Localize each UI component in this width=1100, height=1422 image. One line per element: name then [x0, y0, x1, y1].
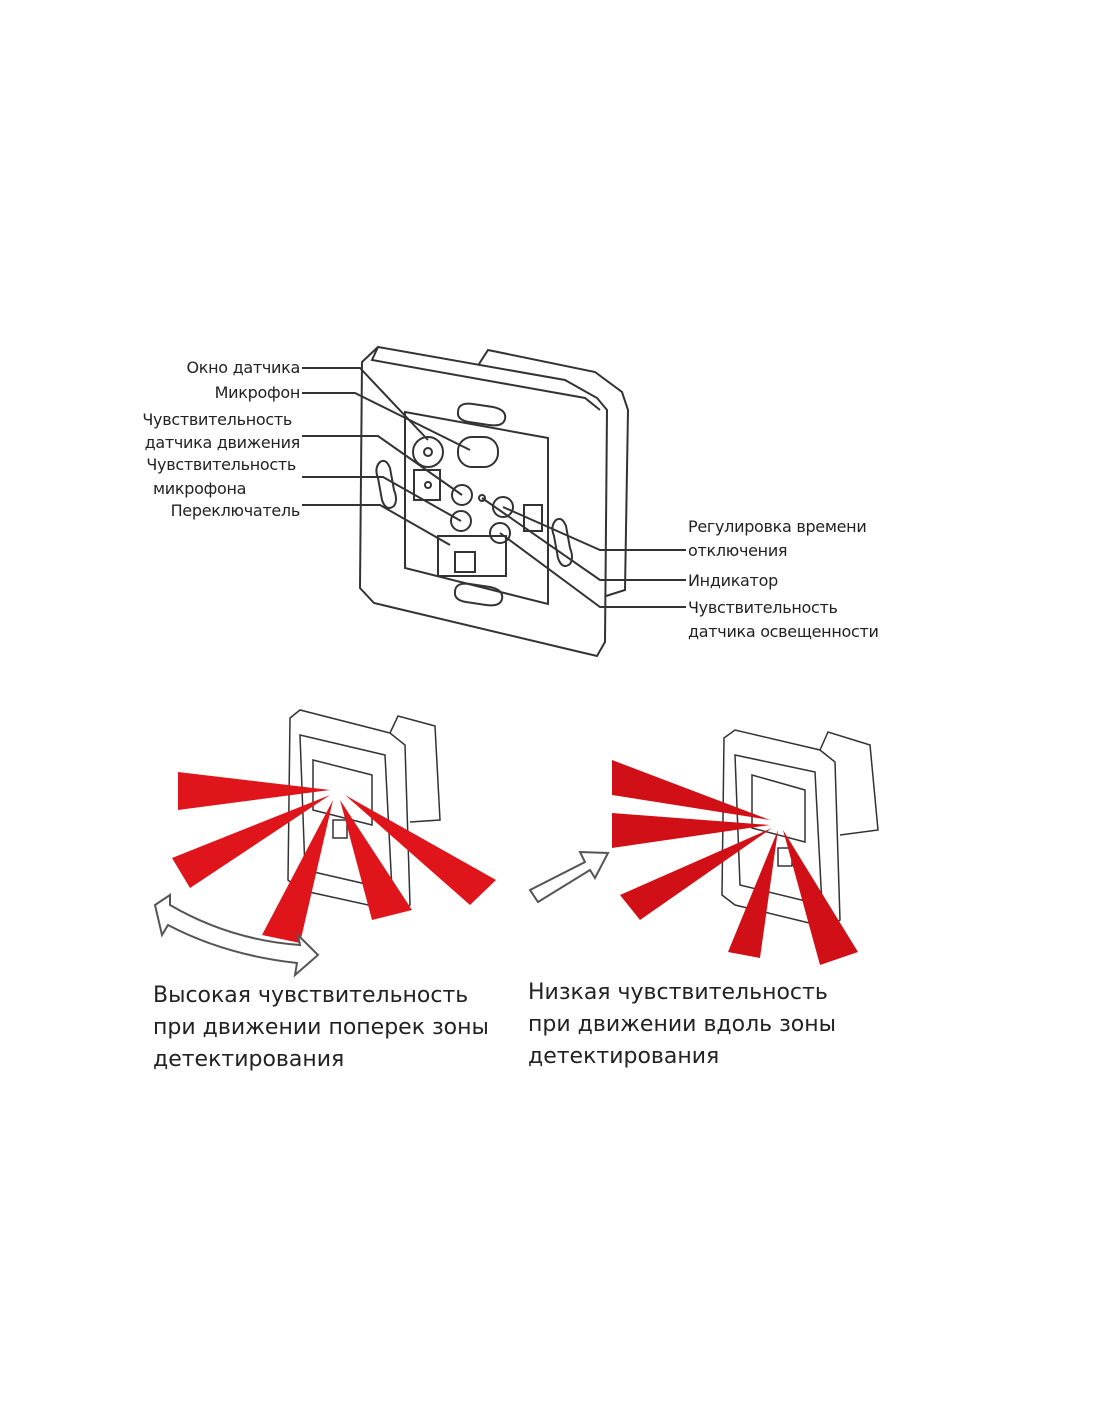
recess	[404, 410, 549, 606]
device-front-view	[358, 345, 630, 658]
mount-slot-right	[551, 517, 573, 567]
label-off-time-2: отключения	[688, 541, 788, 560]
label-light-sensitivity-1: Чувствительность	[688, 598, 838, 617]
beam	[728, 830, 778, 958]
caption-line: при движении вдоль зоны	[528, 1012, 837, 1037]
label-motion-sensitivity-2: датчика движения	[144, 433, 301, 452]
label-off-time-1: Регулировка времени	[688, 517, 867, 536]
light-knob	[489, 522, 511, 544]
caption-line: при движении поперек зоны	[153, 1015, 489, 1040]
arrow-straight	[528, 850, 610, 904]
switch	[437, 535, 507, 577]
motion-knob	[451, 484, 473, 506]
label-light-sensitivity-2: датчика освещенности	[688, 622, 879, 641]
caption-line: детектирования	[153, 1047, 345, 1072]
label-microphone: Микрофон	[214, 383, 301, 402]
mount-slot-top	[456, 402, 507, 427]
mount-slot-bottom	[453, 582, 504, 607]
label-mic-sensitivity-2: микрофона	[153, 479, 247, 498]
caption-high-sensitivity: Высокая чувствительность при движении по…	[153, 980, 513, 1076]
sensor-window	[412, 436, 444, 468]
microphone	[457, 436, 499, 468]
mic-knob	[450, 510, 472, 532]
back-box	[469, 348, 630, 597]
arrow-curved	[153, 893, 320, 978]
beam	[172, 795, 330, 888]
label-indicator: Индикатор	[688, 571, 778, 590]
label-motion-sensitivity-1: Чувствительность	[142, 410, 292, 429]
beams-right	[612, 760, 858, 965]
label-switch: Переключатель	[170, 501, 301, 520]
beam	[345, 795, 496, 905]
beams-left	[172, 772, 496, 943]
beam	[612, 760, 770, 820]
time-knob	[492, 496, 514, 518]
beam	[783, 830, 858, 965]
beam	[620, 828, 772, 920]
label-sensor-window: Окно датчика	[186, 358, 300, 377]
beam	[612, 813, 770, 848]
leader-lines	[302, 367, 686, 608]
caption-line: детектирования	[528, 1044, 720, 1069]
device-right	[721, 729, 879, 929]
mount-slot-left	[375, 459, 397, 509]
indicator-led	[478, 494, 486, 502]
caption-low-sensitivity: Низкая чувствительность при движении вдо…	[528, 977, 888, 1073]
beam	[340, 800, 412, 920]
beam	[262, 800, 333, 943]
caption-line: Низкая чувствительность	[528, 980, 828, 1005]
caption-line: Высокая чувствительность	[153, 983, 469, 1008]
label-mic-sensitivity-1: Чувствительность	[146, 455, 296, 474]
beam	[178, 772, 330, 810]
